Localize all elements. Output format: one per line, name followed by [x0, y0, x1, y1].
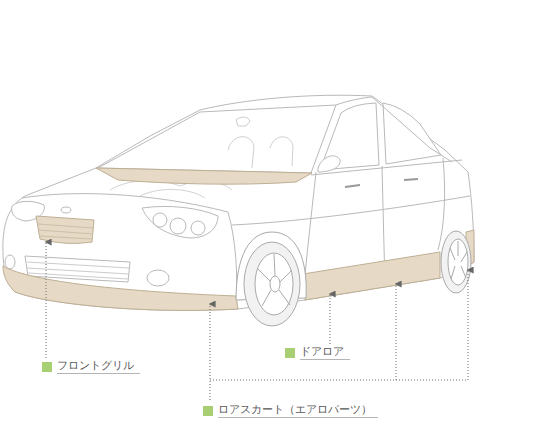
- rear-rim: [448, 239, 468, 285]
- part-label: ロアスカート（エアロパーツ）: [218, 403, 378, 418]
- leader-line: [46, 242, 47, 358]
- door-line: [438, 158, 445, 250]
- part-label: フロントグリル: [57, 359, 140, 374]
- headlight: [142, 206, 218, 238]
- rear-tire: [441, 231, 471, 293]
- leader-line: [210, 304, 211, 400]
- front-hub: [270, 276, 280, 292]
- part-label: ドアロア: [300, 345, 350, 360]
- label-bullet: [42, 362, 52, 372]
- front-tire: [244, 242, 300, 326]
- intake-slats: [27, 262, 129, 279]
- car-body: [3, 95, 474, 310]
- door-handle: [404, 179, 418, 180]
- front-rim: [255, 253, 293, 315]
- emblem: [61, 207, 71, 213]
- leader-line: [210, 380, 468, 381]
- door-lower-part: [303, 252, 440, 300]
- rear-spokes: [450, 241, 467, 279]
- front-grille-part: [36, 216, 94, 243]
- windshield: [98, 105, 336, 173]
- leader-line: [330, 294, 331, 344]
- front-lower-skirt-part: [3, 266, 238, 310]
- hood-spoiler-part: [96, 168, 312, 184]
- headlight-lens: [153, 213, 167, 227]
- leader-line: [396, 284, 397, 380]
- headlight-lens: [191, 221, 205, 235]
- door-handle: [345, 185, 360, 187]
- character-line: [232, 196, 470, 225]
- label-bullet: [203, 406, 213, 416]
- side-mirror: [318, 156, 340, 172]
- rear-side-window: [383, 103, 441, 164]
- label-bullet: [285, 348, 295, 358]
- fog-light: [5, 255, 15, 269]
- front-spokes: [257, 254, 292, 306]
- front-face: [228, 212, 237, 305]
- headlight-lens: [170, 218, 186, 234]
- leader-line: [468, 270, 469, 380]
- seat: [228, 137, 293, 168]
- rear-view-mirror: [236, 117, 250, 126]
- grille-slats: [38, 224, 93, 239]
- fog-light: [147, 270, 169, 286]
- rear-window: [372, 97, 452, 162]
